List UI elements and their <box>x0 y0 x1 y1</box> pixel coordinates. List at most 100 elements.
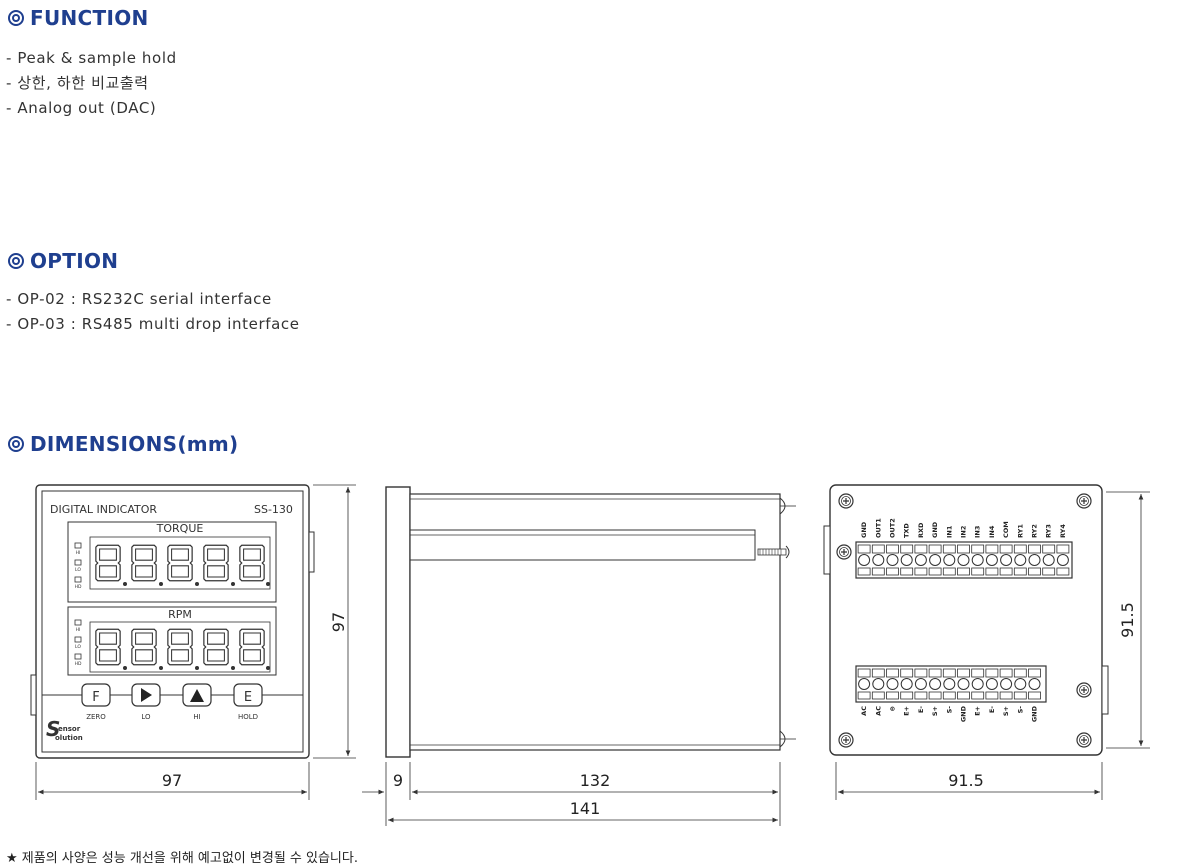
function-title: FUNCTION <box>30 6 149 30</box>
double-circle-icon <box>8 253 24 269</box>
screw-icon <box>838 732 854 748</box>
screw-icon <box>1076 732 1092 748</box>
top-terminal <box>928 544 942 576</box>
top-terminal <box>871 544 885 576</box>
bottom-terminal <box>942 668 956 700</box>
double-circle-icon <box>8 10 24 26</box>
top-terminal <box>914 544 928 576</box>
screw-icon <box>838 493 854 509</box>
top-terminal <box>1056 544 1070 576</box>
top-terminal <box>1042 544 1056 576</box>
bottom-terminal-label: E+ <box>974 706 982 716</box>
top-terminal-label: COM <box>1002 521 1010 538</box>
side-body-dim: 132 <box>580 771 611 790</box>
sensor-solution-logo: S ensor olution <box>46 717 83 742</box>
svg-text:HD: HD <box>75 661 82 667</box>
double-circle-icon <box>8 436 24 452</box>
top-terminal-label: IN3 <box>974 526 982 538</box>
top-terminal-label: IN2 <box>960 526 968 538</box>
screw-icon <box>1076 493 1092 509</box>
top-terminal-label: TXD <box>903 523 911 538</box>
list-item: - 상한, 하한 비교출력 <box>6 74 149 92</box>
bottom-terminal-label: ⊜ <box>889 706 897 711</box>
front-view: DIGITAL INDICATOR SS-130 TORQUE HI LO HD… <box>30 484 356 800</box>
torque-label: TORQUE <box>156 522 204 535</box>
svg-text:LO: LO <box>75 644 81 650</box>
top-terminal-label: OUT1 <box>874 518 882 538</box>
function-list: - Peak & sample hold - 상한, 하한 비교출력 - Ana… <box>6 46 177 121</box>
bottom-terminal <box>886 668 899 700</box>
rpm-indicators: HI LO HD <box>75 619 82 667</box>
right-arrow-icon <box>141 688 152 702</box>
dimension-drawing: DIGITAL INDICATOR SS-130 TORQUE HI LO HD… <box>30 484 1150 826</box>
bottom-terminal-label: E- <box>917 706 925 713</box>
front-buttons: F ZERO LO HI E HOLD <box>81 683 263 721</box>
svg-text:HI: HI <box>76 627 81 633</box>
list-item: - OP-02 : RS232C serial interface <box>6 290 272 308</box>
bottom-terminal-label: E- <box>988 706 996 713</box>
side-bezel-dim: 9 <box>393 771 403 790</box>
bottom-terminal-label: GND <box>1031 705 1039 722</box>
svg-text:LO: LO <box>141 713 151 721</box>
top-terminal <box>957 544 970 576</box>
top-terminal-label: RY2 <box>1031 524 1039 538</box>
option-heading: OPTION <box>8 249 118 273</box>
screw-icon <box>836 544 852 560</box>
side-body <box>409 493 781 751</box>
top-terminal-label: RXD <box>917 522 925 538</box>
top-terminal <box>900 544 914 576</box>
svg-text:F: F <box>92 690 99 705</box>
bottom-terminal <box>900 668 914 700</box>
side-total-dim: 141 <box>570 799 601 818</box>
front-height-dim: 97 <box>329 612 348 632</box>
top-terminal <box>857 544 871 576</box>
bottom-terminal-label: AC <box>874 706 882 716</box>
svg-text:HOLD: HOLD <box>238 713 258 721</box>
bottom-terminal <box>914 668 928 700</box>
function-heading: FUNCTION <box>8 6 149 30</box>
bottom-terminal <box>1028 668 1041 700</box>
top-terminal-label: RY4 <box>1059 524 1067 538</box>
top-terminal-label: OUT2 <box>889 518 897 538</box>
bottom-terminal-label: GND <box>960 705 968 722</box>
torque-display <box>67 521 277 603</box>
rear-height-dim: 91.5 <box>1118 602 1137 638</box>
front-side-latch <box>308 531 315 573</box>
bottom-terminal <box>857 668 871 700</box>
svg-text:HI: HI <box>193 713 200 721</box>
top-terminal-label: GND <box>931 521 939 538</box>
side-bezel <box>385 486 411 758</box>
rear-side-latch <box>1101 665 1109 715</box>
top-terminal <box>886 544 899 576</box>
hold-button <box>233 683 263 707</box>
bottom-terminal <box>871 668 885 700</box>
svg-text:olution: olution <box>55 734 83 742</box>
panel-model: SS-130 <box>254 503 293 516</box>
bottom-terminal <box>928 668 942 700</box>
bottom-terminal <box>957 668 970 700</box>
svg-text:ZERO: ZERO <box>86 713 106 721</box>
footnote: ★ 제품의 사양은 성능 개선을 위해 예고없이 변경될 수 있습니다. <box>6 851 358 866</box>
svg-text:HI: HI <box>76 550 81 556</box>
bottom-terminal-label: S+ <box>931 706 939 716</box>
svg-text:LO: LO <box>75 567 81 573</box>
bottom-terminal-label: S- <box>1016 706 1024 714</box>
screw-icon <box>1076 682 1092 698</box>
top-terminal-label: IN4 <box>988 525 996 538</box>
bottom-terminal <box>985 668 999 700</box>
svg-text:HD: HD <box>75 584 82 590</box>
panel-label: DIGITAL INDICATOR <box>50 503 157 516</box>
bottom-terminal-label: S- <box>945 706 953 714</box>
rear-side-latch <box>823 525 831 575</box>
front-inner-frame <box>41 490 304 753</box>
zero-button <box>81 683 111 707</box>
svg-text:S: S <box>46 717 60 741</box>
mounting-bracket <box>409 529 756 561</box>
top-terminal <box>971 544 985 576</box>
bracket-screw <box>757 545 790 559</box>
top-terminal-label: RY1 <box>1016 524 1024 538</box>
top-terminal <box>999 544 1013 576</box>
top-terminal <box>942 544 956 576</box>
